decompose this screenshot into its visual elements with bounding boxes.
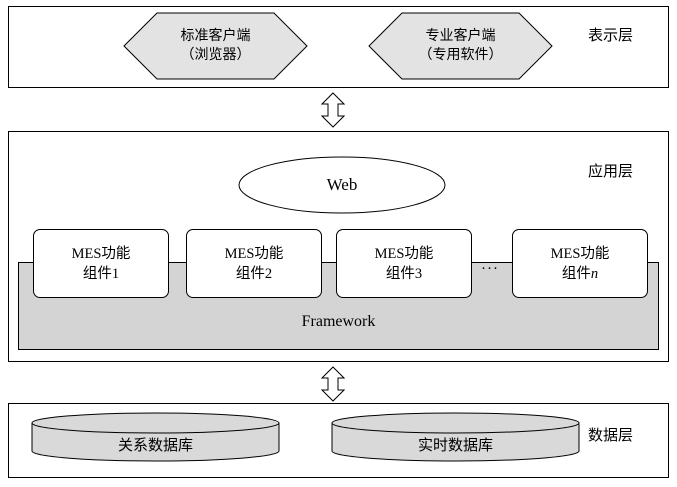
realtime-database-node: 实时数据库 xyxy=(331,412,580,462)
mes-component-1-index: 1 xyxy=(111,265,120,282)
connector-presentation-application xyxy=(321,92,345,128)
relational-database-node: 关系数据库 xyxy=(31,412,280,462)
mes-component-3: MES功能 组件3 xyxy=(336,229,472,298)
presentation-layer-label: 表示层 xyxy=(588,28,634,44)
ellipse-shape xyxy=(238,156,446,214)
mes-component-2: MES功能 组件2 xyxy=(186,229,322,298)
double-arrow-icon xyxy=(321,92,345,128)
mes-component-n: MES功能 组件n xyxy=(512,229,648,298)
hexagon-shape xyxy=(368,12,553,80)
mes-component-2-index: 2 xyxy=(264,265,273,282)
framework-label: Framework xyxy=(301,313,376,330)
mes-component-n-line2: 组件n xyxy=(562,264,598,284)
web-node: Web xyxy=(238,156,446,214)
mes-component-3-line2: 组件3 xyxy=(386,264,422,284)
cylinder-shape xyxy=(31,412,280,462)
mes-component-n-index: n xyxy=(590,265,599,282)
mes-component-2-line1: MES功能 xyxy=(224,245,284,262)
application-layer-label: 应用层 xyxy=(588,164,634,180)
presentation-layer-box xyxy=(8,6,669,88)
mes-component-2-line2-text: 组件 xyxy=(235,265,265,282)
standard-client-node: 标准客户端 （浏览器） xyxy=(123,12,308,80)
mes-component-1-line2: 组件1 xyxy=(83,264,119,284)
mes-component-n-line1: MES功能 xyxy=(550,245,610,262)
web-label: Web xyxy=(326,175,358,194)
cylinder-shape xyxy=(331,412,580,462)
double-arrow-icon xyxy=(321,366,345,402)
data-layer-label: 数据层 xyxy=(588,428,634,444)
mes-component-2-line2: 组件2 xyxy=(236,264,272,284)
components-ellipsis: ··· xyxy=(481,261,499,277)
mes-component-1: MES功能 组件1 xyxy=(33,229,169,298)
mes-component-n-line2-text: 组件 xyxy=(561,265,591,282)
realtime-database-label: 实时数据库 xyxy=(417,437,493,454)
hexagon-shape xyxy=(123,12,308,80)
mes-component-3-index: 3 xyxy=(414,265,423,282)
connector-application-data xyxy=(321,366,345,402)
professional-client-node: 专业客户端 （专用软件） xyxy=(368,12,553,80)
mes-component-3-line2-text: 组件 xyxy=(385,265,415,282)
relational-database-label: 关系数据库 xyxy=(117,437,193,454)
mes-component-3-line1: MES功能 xyxy=(374,245,434,262)
mes-component-1-line2-text: 组件 xyxy=(82,265,112,282)
mes-component-1-line1: MES功能 xyxy=(71,245,131,262)
